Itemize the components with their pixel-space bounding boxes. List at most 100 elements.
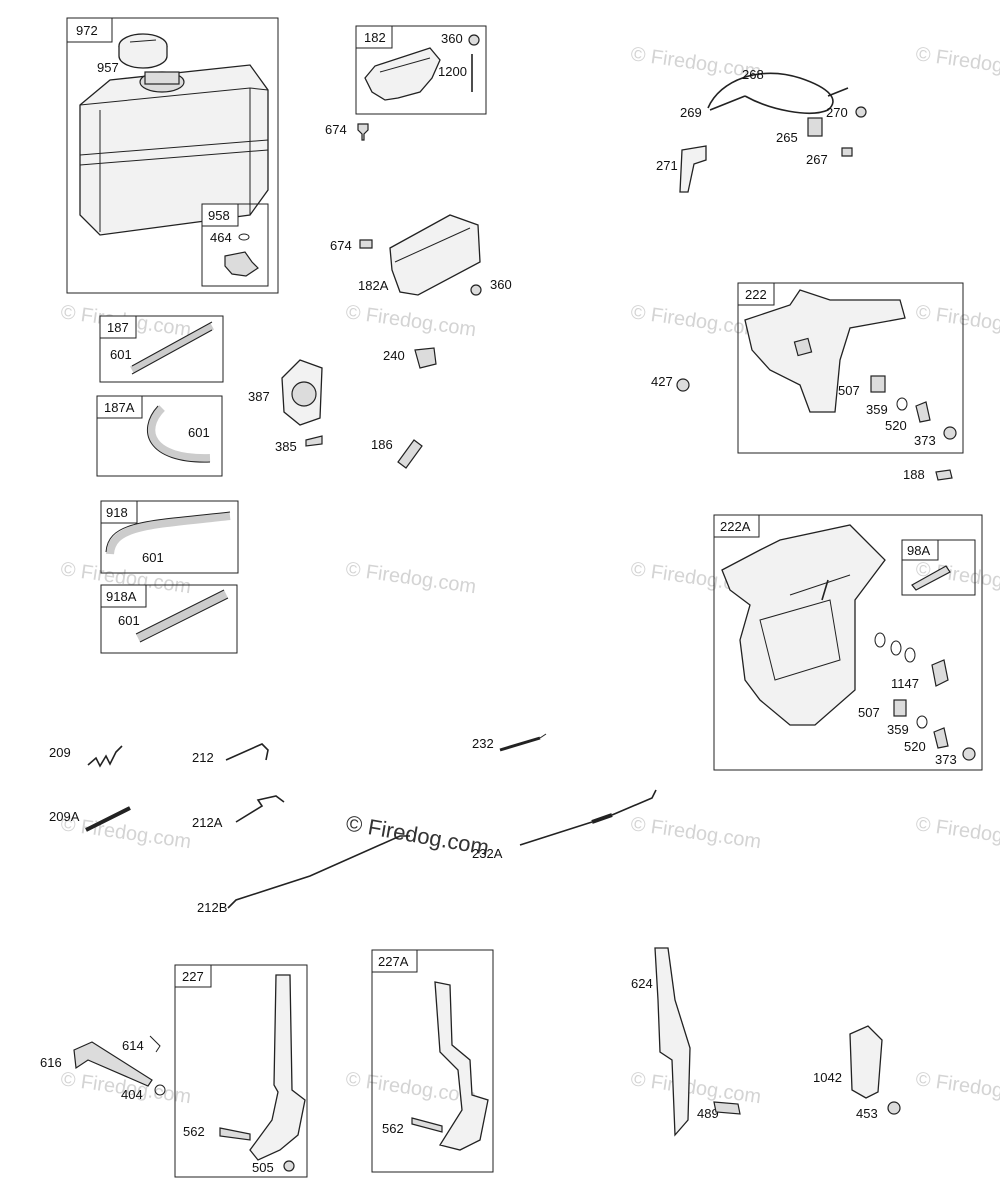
watermark: © Firedog.com: [629, 301, 762, 341]
part-label: 360: [490, 277, 512, 292]
nut: [468, 34, 480, 46]
watermark: © Firedog.com: [914, 813, 1000, 853]
part-label: 507: [838, 383, 860, 398]
part-label: 385: [275, 439, 297, 454]
bracket: [849, 1025, 883, 1099]
center-watermark: © Firedog.com: [344, 810, 491, 860]
group-182: 182 360 1200: [355, 25, 487, 115]
part-label: 507: [858, 705, 880, 720]
group-227: 227 562 505: [174, 964, 308, 1178]
part-label: 427: [651, 374, 673, 389]
part-label: 186: [371, 437, 393, 452]
group-tag: [737, 282, 775, 306]
group-box: [100, 500, 239, 574]
link-rod: [227, 835, 410, 909]
part-label: 267: [806, 152, 828, 167]
group-227A: 227A 562: [371, 949, 494, 1173]
part-label: 464: [210, 230, 232, 245]
bolt: [219, 1127, 251, 1141]
part-label: 232: [472, 736, 494, 751]
group-box: [174, 964, 308, 1178]
washer: [154, 1084, 166, 1096]
group-tag: [100, 500, 138, 524]
group-972: 972 957 958 464: [66, 17, 279, 294]
group-222: 427 222 507 359 520 373: [651, 282, 964, 454]
link-rod: [225, 743, 269, 761]
group-box: [371, 949, 494, 1173]
control-bracket: [721, 524, 886, 726]
spring: [499, 736, 541, 752]
springs-links: 209 209A 212 212A 212B 232 232A: [49, 733, 657, 915]
part-label: 209: [49, 745, 71, 760]
part-label: 270: [826, 105, 848, 120]
part-label: 601: [110, 347, 132, 362]
fitting: [397, 439, 423, 469]
group-tag: [371, 949, 418, 973]
adjust-screw: [911, 565, 951, 591]
part-label: 601: [118, 613, 140, 628]
control-bracket: [744, 289, 906, 413]
washer: [916, 715, 928, 729]
governor-lever: [249, 974, 306, 1161]
shutoff-valve: [224, 251, 259, 277]
part-label: 373: [935, 752, 957, 767]
part-label: 240: [383, 348, 405, 363]
part-label: 674: [325, 122, 347, 137]
watermark: © Firedog.com: [629, 1068, 762, 1108]
fuel-tank-bracket: [364, 47, 441, 101]
screw: [359, 239, 373, 249]
part-label: 209A: [49, 809, 80, 824]
fuel-shield: [389, 214, 481, 296]
part-label: 520: [885, 418, 907, 433]
part-label: 268: [742, 67, 764, 82]
group-box: [737, 282, 964, 454]
part-label: 359: [887, 722, 909, 737]
cotter-pin: [149, 1035, 161, 1053]
part-label: 674: [330, 238, 352, 253]
part-label: 188: [903, 467, 925, 482]
group-label: 187: [107, 320, 129, 335]
governor-shaft: [73, 1041, 153, 1087]
screw: [935, 469, 953, 481]
nut: [962, 747, 976, 761]
nut: [676, 378, 690, 392]
spring: [85, 806, 131, 832]
group-box: [99, 315, 224, 383]
washer: [238, 233, 250, 241]
part-label: 562: [183, 1124, 205, 1139]
group-tag: [901, 539, 939, 561]
group-tag: [99, 315, 137, 339]
part-label: 387: [248, 389, 270, 404]
lever: [931, 659, 949, 687]
group-label: 222A: [720, 519, 751, 534]
watermark: © Firedog.com: [914, 43, 1000, 83]
group-tag: [713, 514, 760, 538]
bolt: [411, 1117, 443, 1133]
part-label: 269: [680, 105, 702, 120]
part-label: 520: [904, 739, 926, 754]
spring-rod: [519, 821, 593, 846]
throttle-cable: [707, 72, 834, 114]
part-label: 232A: [472, 846, 503, 861]
nut: [855, 106, 867, 118]
group-label: 227: [182, 969, 204, 984]
group-tag: [96, 395, 143, 419]
cable-clamp: [807, 117, 823, 137]
group-label: 222: [745, 287, 767, 302]
group-box: [96, 395, 223, 477]
part-label: 562: [382, 1121, 404, 1136]
part-label: 624: [631, 976, 653, 991]
group-tag: [201, 203, 239, 227]
group-label: 918A: [106, 589, 137, 604]
bolt: [713, 1101, 741, 1115]
part-label: 265: [776, 130, 798, 145]
part-label: 373: [914, 433, 936, 448]
washer: [890, 640, 902, 656]
nut: [943, 426, 957, 440]
governor-area: 616 614 404: [40, 1035, 166, 1102]
group-label: 98A: [907, 543, 930, 558]
part-label: 614: [122, 1038, 144, 1053]
spring-clip: [893, 699, 907, 717]
group-918A: 918A 601: [100, 584, 238, 654]
